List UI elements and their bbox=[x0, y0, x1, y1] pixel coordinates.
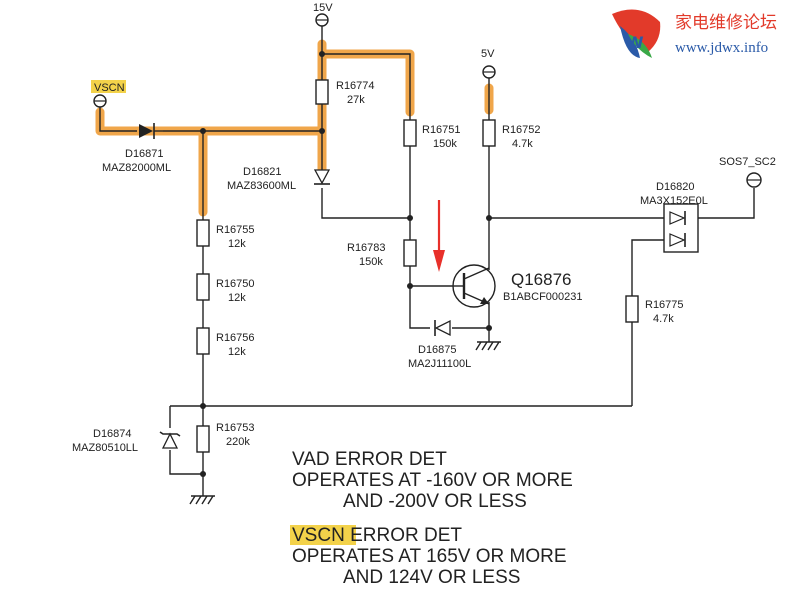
r16755-value: 12k bbox=[228, 238, 246, 250]
red-arrow-icon bbox=[433, 200, 445, 272]
r16756-ref: R16756 bbox=[216, 332, 255, 344]
resistor-r16775 bbox=[625, 295, 639, 323]
r16750-value: 12k bbox=[228, 292, 246, 304]
watermark-site-name: 家电维修论坛 bbox=[675, 13, 777, 33]
diode-d16874: D16874 MAZ80510LL bbox=[72, 428, 181, 454]
terminal-sos7-sc2: SOS7_SC2 bbox=[719, 156, 776, 188]
label-vscn: VSCN bbox=[94, 82, 125, 94]
resistor-r16751 bbox=[403, 119, 417, 147]
note-vscn-title-rest: ERROR DET bbox=[345, 525, 463, 546]
label-sos7-sc2: SOS7_SC2 bbox=[719, 156, 776, 168]
label-15v: 15V bbox=[313, 2, 333, 14]
resistor-r16756 bbox=[196, 327, 210, 355]
watermark-url: www.jdwx.info bbox=[675, 40, 768, 56]
r16774-ref: R16774 bbox=[336, 80, 375, 92]
r16752-ref: R16752 bbox=[502, 124, 541, 136]
diode-d16821: D16821 MAZ83600ML bbox=[227, 166, 331, 192]
terminal-5v: 5V bbox=[481, 48, 496, 79]
resistor-r16753 bbox=[196, 425, 210, 453]
r16755-ref: R16755 bbox=[216, 224, 255, 236]
d16820-ref: D16820 bbox=[656, 181, 695, 193]
diode-d16871: D16871 MAZ82000ML bbox=[102, 123, 171, 174]
r16751-value: 150k bbox=[433, 138, 457, 150]
r16783-ref: R16783 bbox=[347, 242, 386, 254]
r16775-value: 4.7k bbox=[653, 313, 674, 325]
note-vscn-prefix: VSCN bbox=[292, 525, 345, 546]
resistor-r16752 bbox=[482, 119, 496, 147]
d16821-ref: D16821 bbox=[243, 166, 282, 178]
d16821-part: MAZ83600ML bbox=[227, 180, 296, 192]
d16820-part: MA3X152E0L bbox=[640, 195, 708, 207]
q16876-part: B1ABCF000231 bbox=[503, 291, 583, 303]
r16775-ref: R16775 bbox=[645, 299, 684, 311]
terminal-vscn: VSCN bbox=[91, 80, 126, 108]
resistor-r16755 bbox=[196, 219, 210, 247]
diode-d16875: D16875 MA2J11100L bbox=[408, 319, 471, 370]
resistor-r16750 bbox=[196, 273, 210, 301]
note-vscn-line2: OPERATES AT 165V OR MORE bbox=[292, 546, 567, 567]
transistor-q16876: Q16876 B1ABCF000231 bbox=[452, 264, 583, 308]
resistor-labels: R16774 27k R16751 150k R16752 4.7k R1675… bbox=[216, 80, 684, 448]
r16783-value: 150k bbox=[359, 256, 383, 268]
diode-d16820: D16820 MA3X152E0L bbox=[640, 181, 708, 253]
r16753-ref: R16753 bbox=[216, 422, 255, 434]
d16875-part: MA2J11100L bbox=[408, 358, 471, 370]
ground-icon bbox=[475, 341, 501, 351]
svg-text:W: W bbox=[626, 33, 644, 52]
r16752-value: 4.7k bbox=[512, 138, 533, 150]
r16753-value: 220k bbox=[226, 436, 250, 448]
wires bbox=[99, 25, 755, 496]
note-vad-line3: AND -200V OR LESS bbox=[343, 491, 527, 512]
d16875-ref: D16875 bbox=[418, 344, 457, 356]
resistor-r16774 bbox=[315, 79, 329, 105]
resistor-r16783 bbox=[403, 239, 417, 267]
r16751-ref: R16751 bbox=[422, 124, 461, 136]
label-5v: 5V bbox=[481, 48, 495, 60]
ground-icon bbox=[189, 495, 215, 505]
junctions bbox=[200, 51, 492, 477]
note-vscn-title: VSCN ERROR DET bbox=[292, 525, 462, 546]
note-vad-line2: OPERATES AT -160V OR MORE bbox=[292, 470, 573, 491]
d16874-part: MAZ80510LL bbox=[72, 442, 138, 454]
notes: VAD ERROR DET OPERATES AT -160V OR MORE … bbox=[290, 449, 573, 588]
d16871-part: MAZ82000ML bbox=[102, 162, 171, 174]
d16871-ref: D16871 bbox=[125, 148, 164, 160]
watermark: W 家电维修论坛 www.jdwx.info bbox=[612, 9, 777, 58]
watermark-logo-icon: W bbox=[612, 9, 661, 58]
note-vscn-line3: AND 124V OR LESS bbox=[343, 567, 520, 588]
r16774-value: 27k bbox=[347, 94, 365, 106]
d16874-ref: D16874 bbox=[93, 428, 132, 440]
r16756-value: 12k bbox=[228, 346, 246, 358]
q16876-ref: Q16876 bbox=[511, 270, 572, 289]
r16750-ref: R16750 bbox=[216, 278, 255, 290]
note-vad-title: VAD ERROR DET bbox=[292, 449, 447, 470]
terminal-15v: 15V bbox=[313, 2, 333, 27]
